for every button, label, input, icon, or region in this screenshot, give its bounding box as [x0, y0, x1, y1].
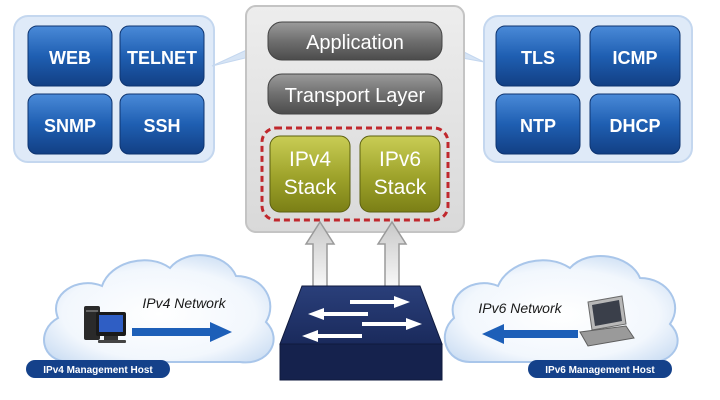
uplink-arrow-ipv4 [304, 220, 336, 297]
protocol-button-dhcp: DHCP [589, 93, 681, 155]
dual-stack-outline [260, 126, 450, 222]
ipv4-network-label: IPv4 Network [142, 295, 226, 311]
protocol-button-icmp: ICMP [589, 25, 681, 87]
protocol-button-snmp: SNMP [27, 93, 113, 155]
protocol-button-ntp: NTP [495, 93, 581, 155]
ipv4-host-pill: IPv4 Management Host [26, 360, 170, 378]
application-layer: Application [267, 21, 443, 61]
laptop-icon [579, 295, 635, 347]
protocol-button-web: WEB [27, 25, 113, 87]
ipv6-host-pill: IPv6 Management Host [528, 360, 672, 378]
protocol-button-ssh: SSH [119, 93, 205, 155]
left-protocol-panel: WEB TELNET SNMP SSH [13, 15, 215, 163]
protocol-button-telnet: TELNET [119, 25, 205, 87]
ipv6-host-label: IPv6 Management Host [545, 365, 655, 376]
ipv4-host-label: IPv4 Management Host [43, 365, 153, 376]
computer-icon [84, 306, 126, 343]
ipv6-network-label: IPv6 Network [478, 300, 562, 316]
ipv4-stack: IPv4 Stack [269, 135, 351, 213]
ipv6-stack: IPv6 Stack [359, 135, 441, 213]
uplink-arrow-ipv6 [376, 220, 408, 297]
ipv4-network-arrow [132, 322, 232, 342]
transport-layer: Transport Layer [267, 73, 443, 115]
protocol-stack-panel: Application Transport Layer IPv4 Stack I… [245, 5, 465, 233]
right-protocol-panel: TLS ICMP NTP DHCP [483, 15, 693, 163]
switch-icon [279, 285, 443, 381]
ipv6-network-arrow [482, 324, 578, 344]
protocol-button-tls: TLS [495, 25, 581, 87]
